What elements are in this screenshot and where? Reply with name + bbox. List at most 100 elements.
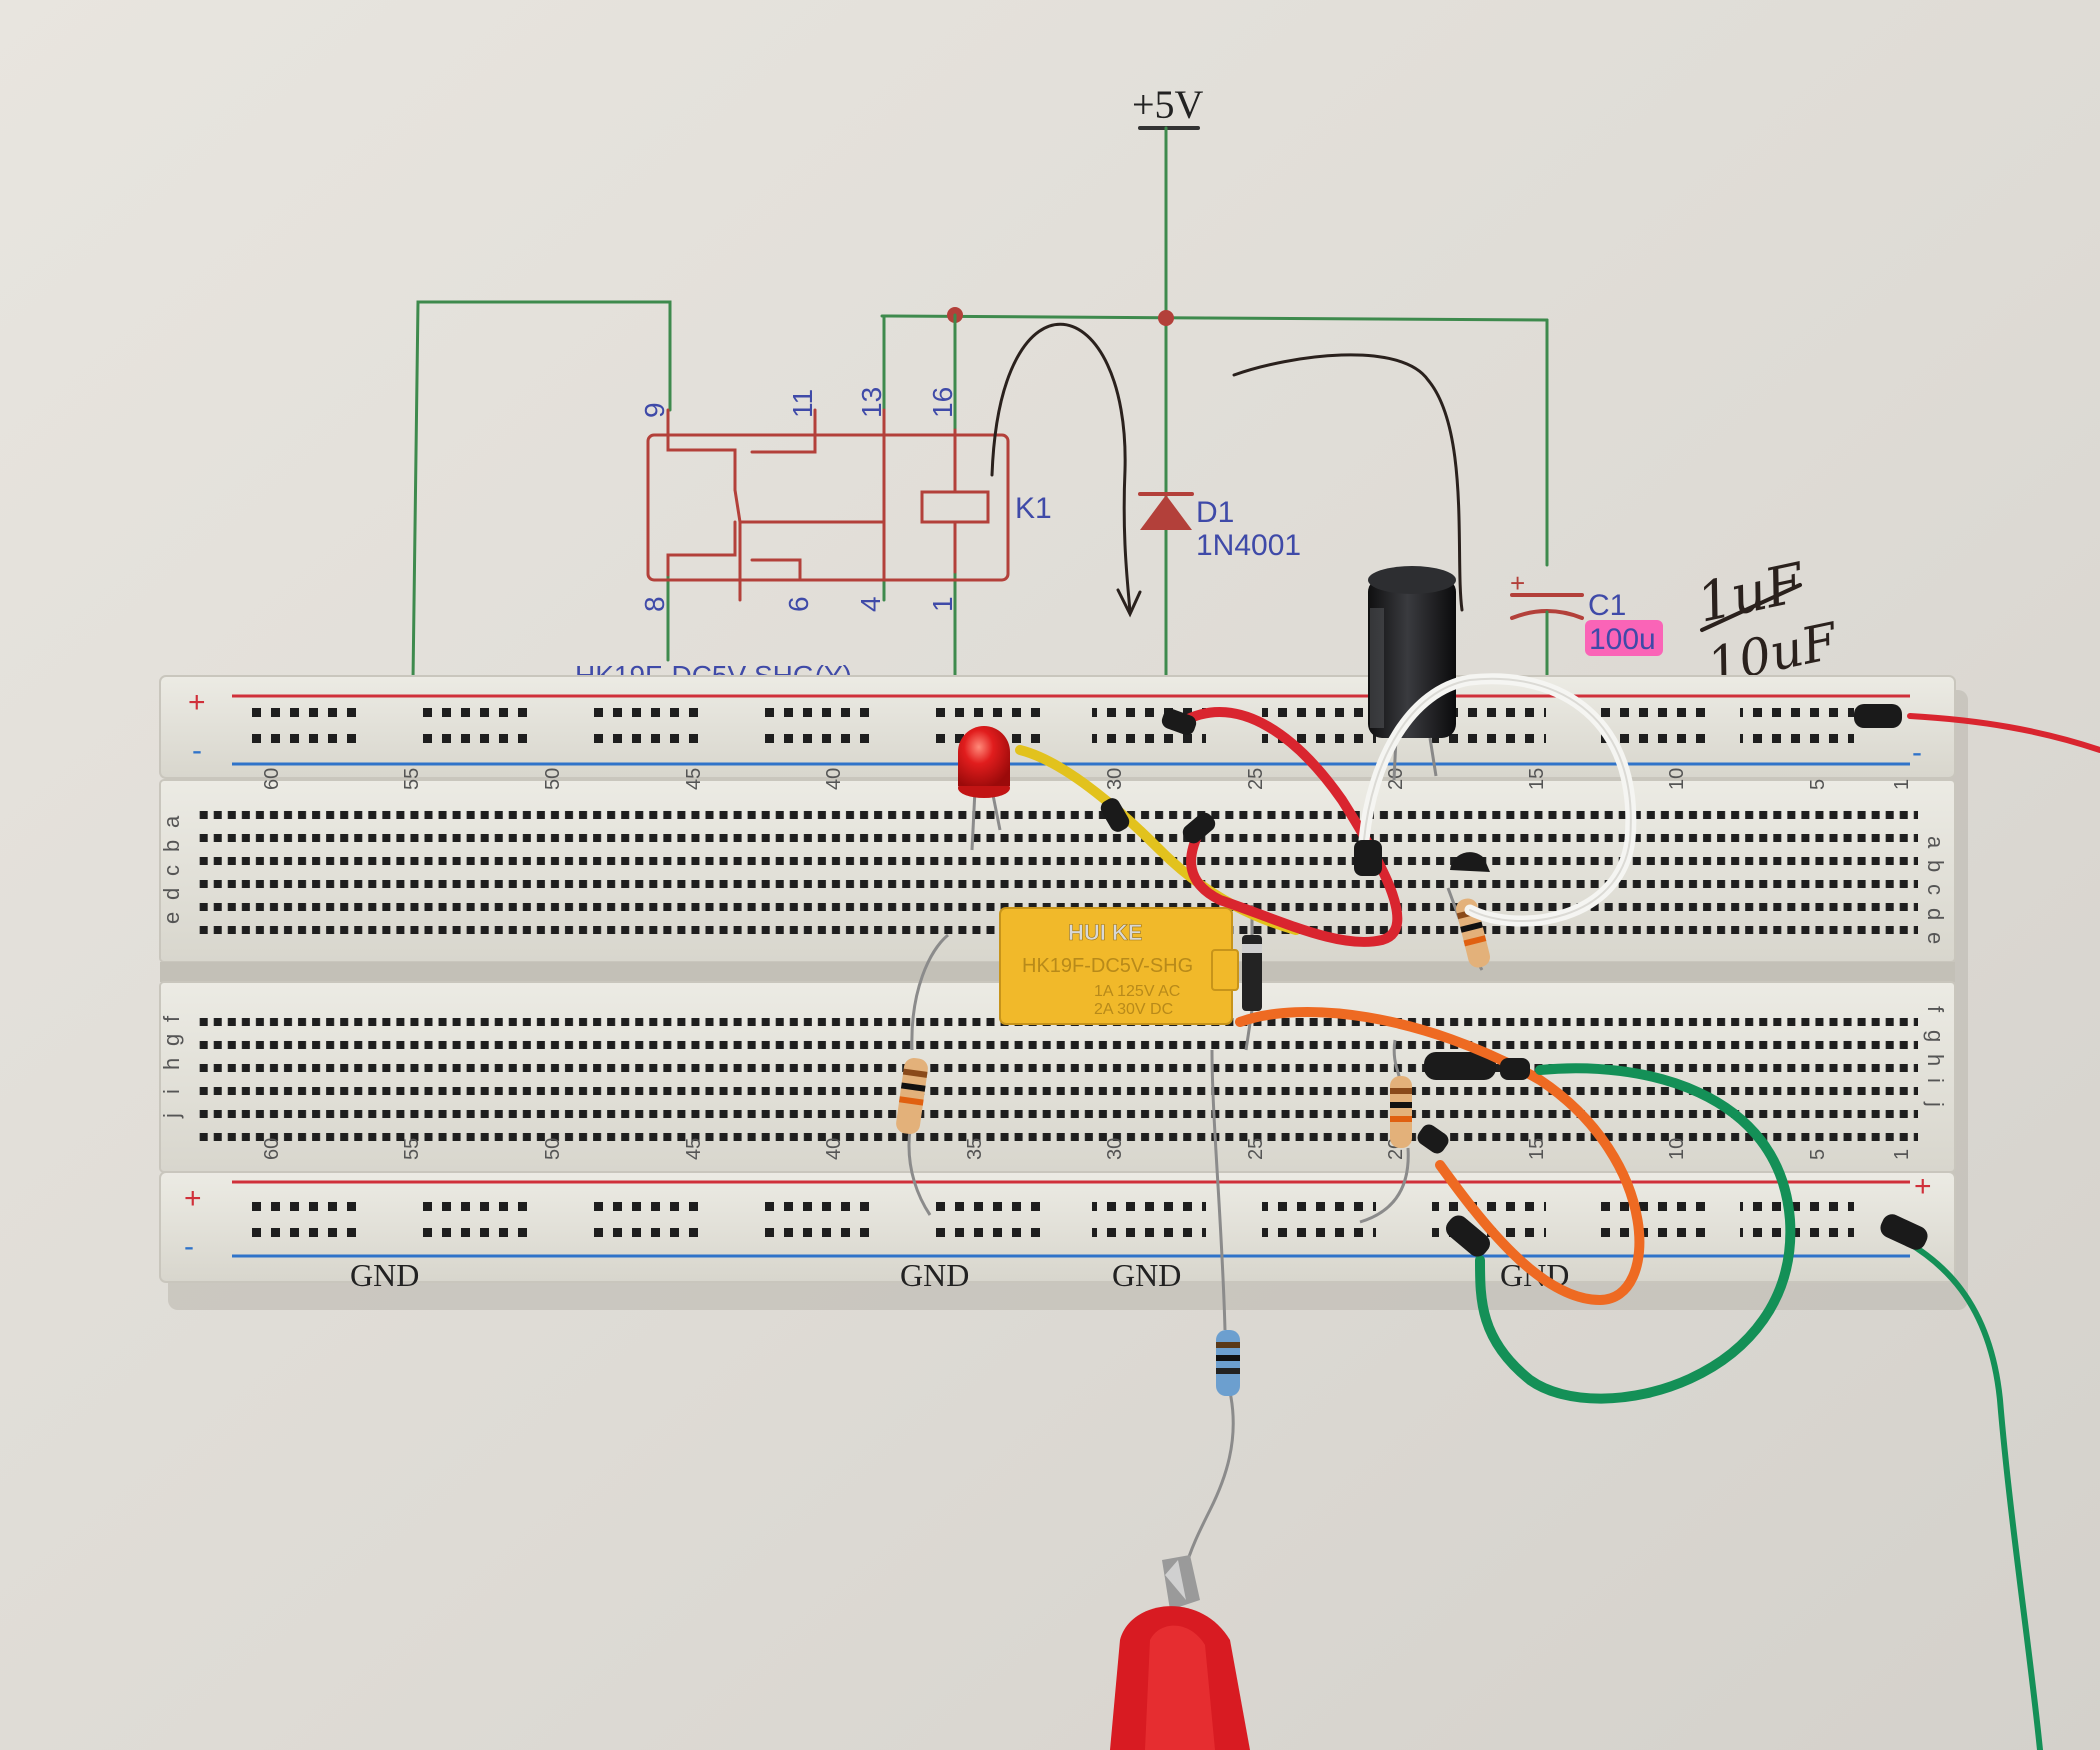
- jumper-wires: [1015, 673, 2100, 1750]
- col-num-bottom-10: 10: [1666, 1138, 1688, 1160]
- alligator-clip: [1110, 1555, 1250, 1750]
- red-power-lead: [1907, 713, 2100, 753]
- col-num-bottom-40: 40: [823, 1138, 845, 1160]
- bottom-rail-holes-group-3: [590, 1192, 704, 1246]
- col-num-top-1: 1: [1891, 779, 1913, 790]
- row-letters-top-right: a b c d e: [1923, 836, 1948, 944]
- top-rail-holes-group-1: [245, 700, 359, 752]
- col-num-bottom-25: 25: [1245, 1138, 1267, 1160]
- red-wire-top: [1177, 707, 1403, 947]
- col-num-top-45: 45: [683, 768, 705, 790]
- row-letter-b-right: b: [1923, 860, 1948, 872]
- bottom-rail-holes-group-4: [762, 1192, 876, 1246]
- column-numbers-top: 60 55 50 45 40 35 30 25 20 15 10 5 1: [261, 768, 1913, 790]
- col-num-bottom-45: 45: [683, 1138, 705, 1160]
- relay-model-text: HK19F-DC5V-SHG: [1022, 955, 1193, 977]
- top-rail-holes-group-7: [1262, 700, 1376, 752]
- row-letter-a: a: [159, 815, 184, 828]
- bottom-rail-plus-left: +: [184, 1182, 202, 1215]
- bottom-rail-holes-group-7: [1262, 1192, 1376, 1246]
- top-rail-holes-group-3: [590, 700, 704, 752]
- top-bus-wire: [880, 314, 1549, 322]
- handwritten-arrow-2: [1232, 353, 1464, 612]
- col-num-bottom-35: 35: [964, 1138, 986, 1160]
- column-numbers-bottom: 60 55 50 45 40 35 30 25 20 15 10 5 1: [261, 1138, 1913, 1160]
- relay-contact-lower: [666, 520, 737, 577]
- row-letter-j-right: j: [1923, 1101, 1948, 1107]
- col-num-top-30: 30: [1104, 768, 1126, 790]
- col-num-top-5: 5: [1807, 779, 1829, 790]
- bottom-rail-holes-group-5: [930, 1192, 1044, 1246]
- gnd-labels: GND GND GND GND: [350, 1257, 1569, 1293]
- relay-brand-text: HUI KE: [1068, 920, 1143, 945]
- col-num-top-10: 10: [1666, 768, 1688, 790]
- row-letter-h: h: [159, 1058, 184, 1070]
- relay-pin-8: 8: [639, 596, 670, 612]
- relay-rating-2: 2A 30V DC: [1094, 1001, 1173, 1018]
- wire-pin-tips: [1100, 704, 1928, 1257]
- row-letters-bottom-right: f g h i j: [1923, 1006, 1948, 1107]
- top-rail-holes-group-10: [1740, 700, 1854, 752]
- row-letter-g: g: [159, 1034, 184, 1046]
- handwritten-arrow-1: [990, 322, 1132, 614]
- orange-wire: [1235, 1007, 1645, 1306]
- row-letter-h-right: h: [1923, 1054, 1948, 1066]
- relay-contact-lower-nc: [750, 558, 802, 580]
- col-num-bottom-30: 30: [1104, 1138, 1126, 1160]
- bottom-rail-holes-group-2: [418, 1192, 532, 1246]
- col-num-top-25: 25: [1245, 768, 1267, 790]
- relay-ref-label: K1: [1015, 492, 1052, 525]
- col-num-bottom-50: 50: [542, 1138, 564, 1160]
- relay-pin-1: 1: [927, 596, 958, 612]
- supply-label: +5V: [1132, 82, 1204, 127]
- col-num-top-20: 20: [1385, 768, 1407, 790]
- row-letter-e: e: [159, 912, 184, 924]
- handwritten-arrow-1-head: [1116, 588, 1142, 618]
- cap-value-label: 100u: [1589, 623, 1656, 656]
- strikethrough-1uf: [1700, 583, 1802, 632]
- gnd-label-3: GND: [1112, 1257, 1181, 1293]
- cap-value-highlight: [1585, 620, 1663, 656]
- relay-pin-9: 9: [639, 402, 670, 418]
- col-num-bottom-15: 15: [1526, 1138, 1548, 1160]
- col-num-top-60: 60: [261, 768, 283, 790]
- green-ground-lead: [1897, 1235, 2043, 1750]
- top-rail-plus-left: +: [188, 686, 206, 719]
- col-num-bottom-55: 55: [401, 1138, 423, 1160]
- bottom-rail-holes-group-10: [1740, 1192, 1854, 1246]
- top-rail-holes-group-2: [418, 700, 532, 752]
- relay-pin-16: 16: [927, 387, 958, 418]
- top-rail-holes-group-4: [762, 700, 876, 752]
- row-letter-c-right: c: [1923, 884, 1948, 895]
- relay-pin-13: 13: [856, 387, 887, 418]
- cap-ref-label: C1: [1588, 589, 1626, 622]
- relay-contact-upper: [666, 408, 737, 492]
- row-letter-a-right: a: [1923, 836, 1948, 849]
- row-letters-top-left: a b c d e: [159, 815, 184, 924]
- row-letter-d-right: d: [1923, 908, 1948, 920]
- bottom-rail-holes-group-8: [1432, 1192, 1546, 1246]
- bottom-rail-holes-group-9: [1600, 1192, 1714, 1246]
- col-num-bottom-5: 5: [1807, 1149, 1829, 1160]
- relay-pin-6: 6: [783, 596, 814, 612]
- relay-component: HUI KE HK19F-DC5V-SHG 1A 125V AC 2A 30V …: [999, 907, 1239, 1025]
- relay-pin-4: 4: [855, 596, 886, 612]
- row-letter-j: j: [159, 1113, 184, 1119]
- relay-armature: [733, 408, 886, 524]
- resistor-hanging: [1183, 1049, 1240, 1571]
- relay-contact-upper-nc: [750, 408, 817, 454]
- row-letter-g-right: g: [1923, 1030, 1948, 1042]
- cap-polarity-label: +: [1510, 568, 1525, 598]
- top-rail-minus-left: -: [192, 734, 202, 767]
- row-letter-b: b: [159, 840, 184, 852]
- relay-rating-1: 1A 125V AC: [1094, 983, 1180, 1000]
- junction-dot-2: [1158, 310, 1174, 326]
- row-letter-i: i: [159, 1089, 184, 1094]
- col-num-top-40: 40: [823, 768, 845, 790]
- diode-symbol: [1140, 495, 1192, 530]
- diode-part-label: 1N4001: [1196, 529, 1301, 562]
- gnd-label-2: GND: [900, 1257, 969, 1293]
- row-letter-e-right: e: [1923, 932, 1948, 944]
- transistor: [1424, 852, 1496, 1080]
